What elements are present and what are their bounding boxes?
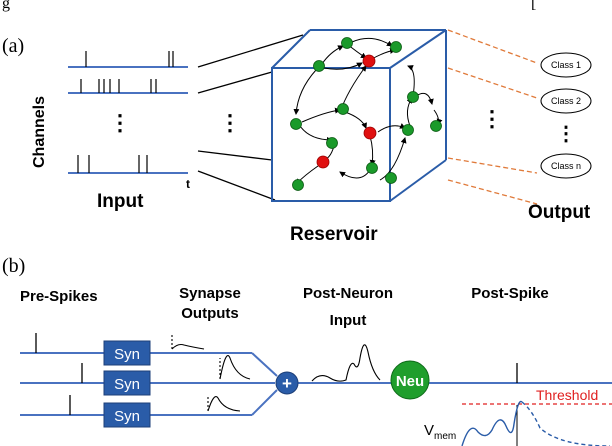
reservoir-node <box>390 41 402 53</box>
syn-label-3: Syn <box>114 408 140 425</box>
vmem-label-main: V <box>424 422 434 439</box>
output-classes: Class 1 Class 2 ⋮ Class n <box>540 52 592 179</box>
class-2-node <box>540 88 592 114</box>
syn-box-3 <box>103 402 151 428</box>
neuron-label: Neu <box>396 373 424 390</box>
input-spike-trains <box>68 66 188 174</box>
synapse-outputs-heading-2: Outputs <box>181 305 239 322</box>
post-neuron-heading-2: Input <box>330 312 367 329</box>
input-reservoir-vdots: ⋮ <box>219 110 241 135</box>
input-to-reservoir-lines <box>197 34 304 201</box>
reservoir-to-output-lines <box>447 29 538 205</box>
class-vdots: ⋮ <box>556 123 576 145</box>
sum-symbol: + <box>282 374 292 393</box>
pre-spikes-heading: Pre-Spikes <box>20 288 98 305</box>
pre-spike-lines <box>20 352 612 416</box>
reservoir-node <box>402 124 414 136</box>
threshold-label: Threshold <box>536 387 598 403</box>
input-spikes <box>77 51 174 173</box>
reservoir-nodes <box>290 37 442 191</box>
synapse-boxes: Syn Syn Syn <box>103 340 151 428</box>
class-n-node <box>540 153 592 179</box>
reservoir-output-vdots: ⋮ <box>481 106 503 131</box>
post-spike-heading: Post-Spike <box>471 285 549 302</box>
panel-a: (a) Channels ⋮ t Input ⋮ <box>2 29 592 245</box>
class-2-label: Class 2 <box>551 96 581 106</box>
vmem-label: Vmem <box>424 422 456 442</box>
sum-node <box>275 371 299 395</box>
reservoir-node <box>385 172 397 184</box>
post-neuron-heading-1: Post-Neuron <box>303 285 393 302</box>
vmem-label-sub: mem <box>434 431 456 442</box>
reservoir-node <box>407 91 419 103</box>
reservoir-node <box>326 137 338 149</box>
reservoir-node-red <box>316 155 330 169</box>
syn-box-1 <box>103 340 151 366</box>
reservoir-node <box>341 37 353 49</box>
syn-label-2: Syn <box>114 376 140 393</box>
reservoir-node-red <box>363 126 377 140</box>
input-label: Input <box>97 191 144 212</box>
post-neuron-input-waveform <box>311 344 381 382</box>
reservoir-label: Reservoir <box>290 224 378 245</box>
panel-b: (b) Pre-Spikes Synapse Outputs Post-Neur… <box>2 255 612 446</box>
syn-label-1: Syn <box>114 346 140 363</box>
neuron-node <box>390 360 430 400</box>
reservoir-node <box>292 179 304 191</box>
time-label: t <box>186 177 190 191</box>
channels-axis-label: Channels <box>31 96 48 168</box>
caption-bracket: [ <box>531 0 536 12</box>
reservoir-node-red <box>362 54 376 68</box>
vmem-trace <box>461 400 523 446</box>
panel-a-label: (a) <box>2 35 24 57</box>
class-n-label: Class n <box>551 161 581 171</box>
synapse-outputs-heading-1: Synapse <box>179 285 241 302</box>
vmem-decay-trace <box>521 401 611 446</box>
channel-vdots: ⋮ <box>109 110 131 135</box>
pre-spike-ticks <box>35 333 83 415</box>
output-label: Output <box>528 202 591 223</box>
syn-box-2 <box>103 370 151 396</box>
class-1-node <box>540 52 592 78</box>
reservoir-node <box>366 162 378 174</box>
caption-fragment: g <box>2 0 10 12</box>
reservoir-cube <box>271 29 447 202</box>
synapse-output-waveforms <box>171 333 251 412</box>
reservoir-node <box>430 120 442 132</box>
panel-b-label: (b) <box>2 255 25 277</box>
class-1-label: Class 1 <box>551 60 581 70</box>
reservoir-node <box>290 118 302 130</box>
reservoir-node <box>337 103 349 115</box>
reservoir-node <box>313 60 325 72</box>
